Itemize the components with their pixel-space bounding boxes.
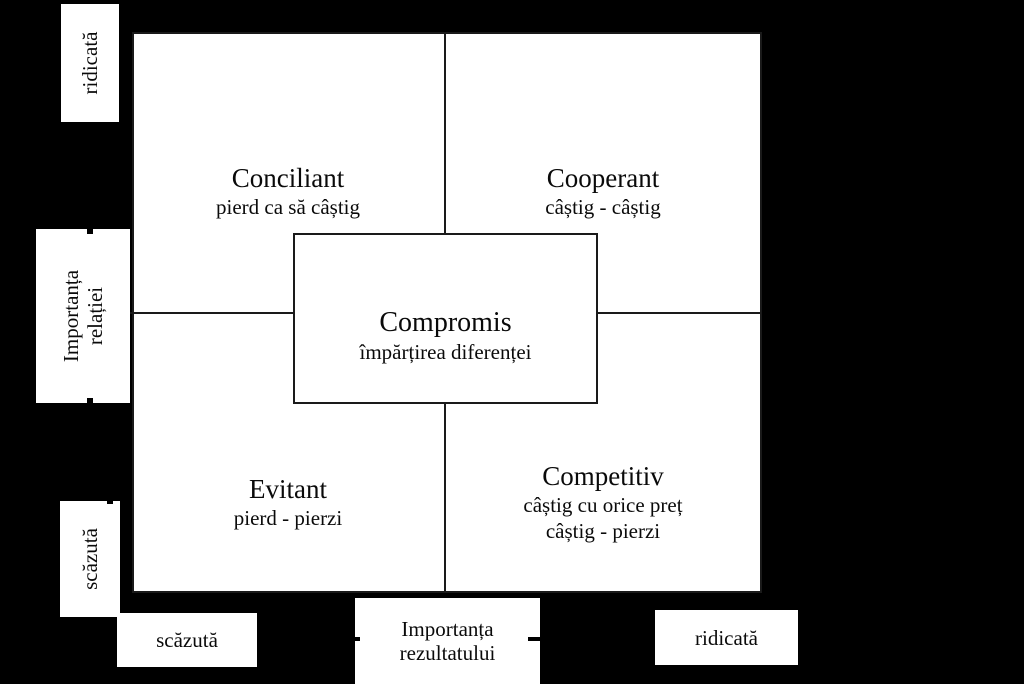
arrowhead-tick-icon: [107, 500, 113, 504]
x-axis-high-label: ridicată: [695, 625, 758, 650]
y-axis-high-label: ridicată: [78, 31, 102, 95]
y-axis-title: Importanța relației: [59, 269, 107, 363]
x-axis-title: Importanța rezultatului: [399, 617, 496, 665]
quadrant-top-left: Conciliant pierd ca să câștig: [132, 163, 444, 220]
y-axis-low-label-box: scăzută: [60, 501, 120, 617]
x-axis-title-box: Importanța rezultatului: [355, 598, 540, 684]
quadrant-subtitle: câștig - câștig: [545, 195, 661, 219]
quadrant-bottom-right: Competitiv câștig cu orice preț câștig -…: [444, 461, 762, 544]
quadrant-subtitle: câștig cu orice preț: [523, 493, 683, 517]
y-axis-high-label-box: ridicată: [61, 4, 119, 122]
vertical-divider-top: [444, 32, 446, 234]
quadrant-subtitle: pierd - pierzi: [233, 506, 343, 530]
y-axis-title-box: Importanța relației: [36, 229, 130, 403]
center-compromise-box: Compromis împărțirea diferenței: [293, 233, 598, 404]
vertical-divider-bottom: [444, 402, 446, 593]
quadrant-subtitle: câștig - pierzi: [545, 519, 661, 543]
center-box-title: Compromis: [379, 306, 512, 338]
arrowhead-tick-icon: [87, 229, 93, 234]
y-axis-low-label: scăzută: [78, 528, 102, 590]
arrowhead-tick-icon: [528, 637, 540, 641]
horizontal-divider-left: [130, 312, 295, 314]
x-axis-low-label: scăzută: [156, 628, 218, 652]
quadrant-bottom-left: Evitant pierd - pierzi: [132, 474, 444, 531]
quadrant-top-right: Cooperant câștig - câștig: [444, 163, 762, 220]
arrowhead-tick-icon: [87, 398, 93, 403]
x-axis-high-label-box: ridicată: [655, 610, 798, 665]
x-axis-low-label-box: scăzută: [117, 613, 257, 667]
quadrant-subtitle: pierd ca să câștig: [215, 195, 361, 219]
quadrant-title: Evitant: [249, 474, 327, 504]
quadrant-title: Cooperant: [546, 163, 660, 193]
arrowhead-tick-icon: [355, 637, 360, 641]
center-box-subtitle: împărțirea diferenței: [359, 339, 532, 364]
quadrant-title: Competitiv: [542, 461, 664, 491]
quadrant-title: Conciliant: [231, 163, 345, 193]
horizontal-divider-right: [596, 312, 762, 314]
